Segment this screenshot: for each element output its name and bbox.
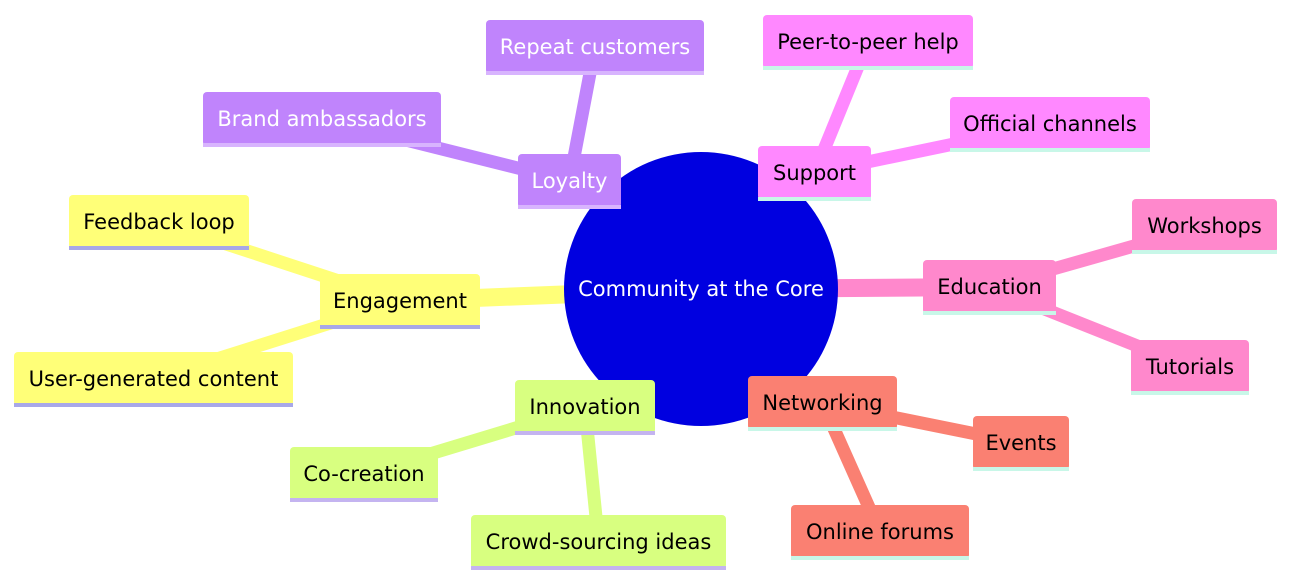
node-user-generated-content[interactable]: User-generated content bbox=[14, 352, 293, 407]
node-events-box bbox=[973, 416, 1069, 470]
node-repeat-customers[interactable]: Repeat customers bbox=[486, 20, 704, 75]
node-networking[interactable]: Networking bbox=[748, 376, 897, 431]
node-official-channels-underline bbox=[950, 148, 1150, 152]
node-innovation-label: Innovation bbox=[529, 395, 640, 419]
node-brand-ambassadors-underline bbox=[203, 143, 441, 147]
node-crowd-sourcing-ideas-label: Crowd-sourcing ideas bbox=[486, 530, 712, 554]
node-workshops[interactable]: Workshops bbox=[1132, 199, 1277, 254]
node-innovation-underline bbox=[515, 431, 655, 435]
node-online-forums-box bbox=[791, 505, 969, 559]
node-education[interactable]: Education bbox=[923, 260, 1056, 315]
node-support-underline bbox=[758, 197, 871, 201]
node-feedback-loop-box bbox=[69, 195, 249, 249]
node-events-label: Events bbox=[985, 431, 1056, 455]
node-official-channels-box bbox=[950, 97, 1150, 151]
node-loyalty-underline bbox=[518, 205, 621, 209]
node-online-forums[interactable]: Online forums bbox=[791, 505, 969, 560]
mindmap-nodes: Community at the Core Loyalty Repeat custo… bbox=[14, 15, 1277, 570]
node-feedback-loop-label: Feedback loop bbox=[83, 210, 235, 234]
node-user-generated-content-box bbox=[14, 352, 293, 406]
node-official-channels-label: Official channels bbox=[963, 112, 1137, 136]
node-networking-label: Networking bbox=[762, 391, 882, 415]
node-workshops-underline bbox=[1132, 250, 1277, 254]
node-co-creation-label: Co-creation bbox=[303, 462, 424, 486]
node-crowd-sourcing-ideas-box bbox=[471, 515, 726, 569]
node-co-creation-box bbox=[290, 447, 438, 501]
node-peer-to-peer-help[interactable]: Peer-to-peer help bbox=[763, 15, 973, 70]
node-workshops-label: Workshops bbox=[1147, 214, 1262, 238]
node-peer-to-peer-help-box bbox=[763, 15, 973, 69]
node-brand-ambassadors[interactable]: Brand ambassadors bbox=[203, 92, 441, 147]
node-repeat-customers-underline bbox=[486, 71, 704, 75]
node-engagement-box bbox=[320, 274, 480, 328]
node-education-box bbox=[923, 260, 1056, 314]
node-tutorials-underline bbox=[1131, 391, 1249, 395]
node-events-underline bbox=[973, 467, 1069, 471]
node-networking-box bbox=[748, 376, 897, 430]
node-online-forums-label: Online forums bbox=[806, 520, 954, 544]
node-tutorials[interactable]: Tutorials bbox=[1131, 340, 1249, 395]
node-official-channels[interactable]: Official channels bbox=[950, 97, 1150, 152]
node-crowd-sourcing-ideas[interactable]: Crowd-sourcing ideas bbox=[471, 515, 726, 570]
node-peer-to-peer-help-underline bbox=[763, 66, 973, 70]
node-repeat-customers-box bbox=[486, 20, 704, 74]
node-loyalty-box bbox=[518, 154, 621, 208]
node-co-creation[interactable]: Co-creation bbox=[290, 447, 438, 502]
node-innovation[interactable]: Innovation bbox=[515, 380, 655, 435]
node-repeat-customers-label: Repeat customers bbox=[500, 35, 690, 59]
center-node-label: Community at the Core bbox=[578, 277, 824, 301]
node-events[interactable]: Events bbox=[973, 416, 1069, 471]
node-user-generated-content-label: User-generated content bbox=[29, 367, 279, 391]
node-peer-to-peer-help-label: Peer-to-peer help bbox=[777, 30, 959, 54]
node-education-label: Education bbox=[937, 275, 1042, 299]
node-brand-ambassadors-label: Brand ambassadors bbox=[217, 107, 426, 131]
node-tutorials-box bbox=[1131, 340, 1249, 394]
node-support-box bbox=[758, 146, 871, 200]
node-tutorials-label: Tutorials bbox=[1145, 355, 1234, 379]
node-engagement-label: Engagement bbox=[333, 289, 467, 313]
node-user-generated-content-underline bbox=[14, 403, 293, 407]
node-online-forums-underline bbox=[791, 556, 969, 560]
center-node[interactable] bbox=[564, 152, 838, 426]
node-workshops-box bbox=[1132, 199, 1277, 253]
node-brand-ambassadors-box bbox=[203, 92, 441, 146]
node-support[interactable]: Support bbox=[758, 146, 871, 201]
node-education-underline bbox=[923, 311, 1056, 315]
node-loyalty-label: Loyalty bbox=[532, 169, 608, 193]
node-co-creation-underline bbox=[290, 498, 438, 502]
node-innovation-box bbox=[515, 380, 655, 434]
node-support-label: Support bbox=[773, 161, 856, 185]
node-crowd-sourcing-ideas-underline bbox=[471, 566, 726, 570]
node-engagement[interactable]: Engagement bbox=[320, 274, 480, 329]
node-engagement-underline bbox=[320, 325, 480, 329]
node-loyalty[interactable]: Loyalty bbox=[518, 154, 621, 209]
node-feedback-loop-underline bbox=[69, 246, 249, 250]
node-feedback-loop[interactable]: Feedback loop bbox=[69, 195, 249, 250]
node-networking-underline bbox=[748, 427, 897, 431]
